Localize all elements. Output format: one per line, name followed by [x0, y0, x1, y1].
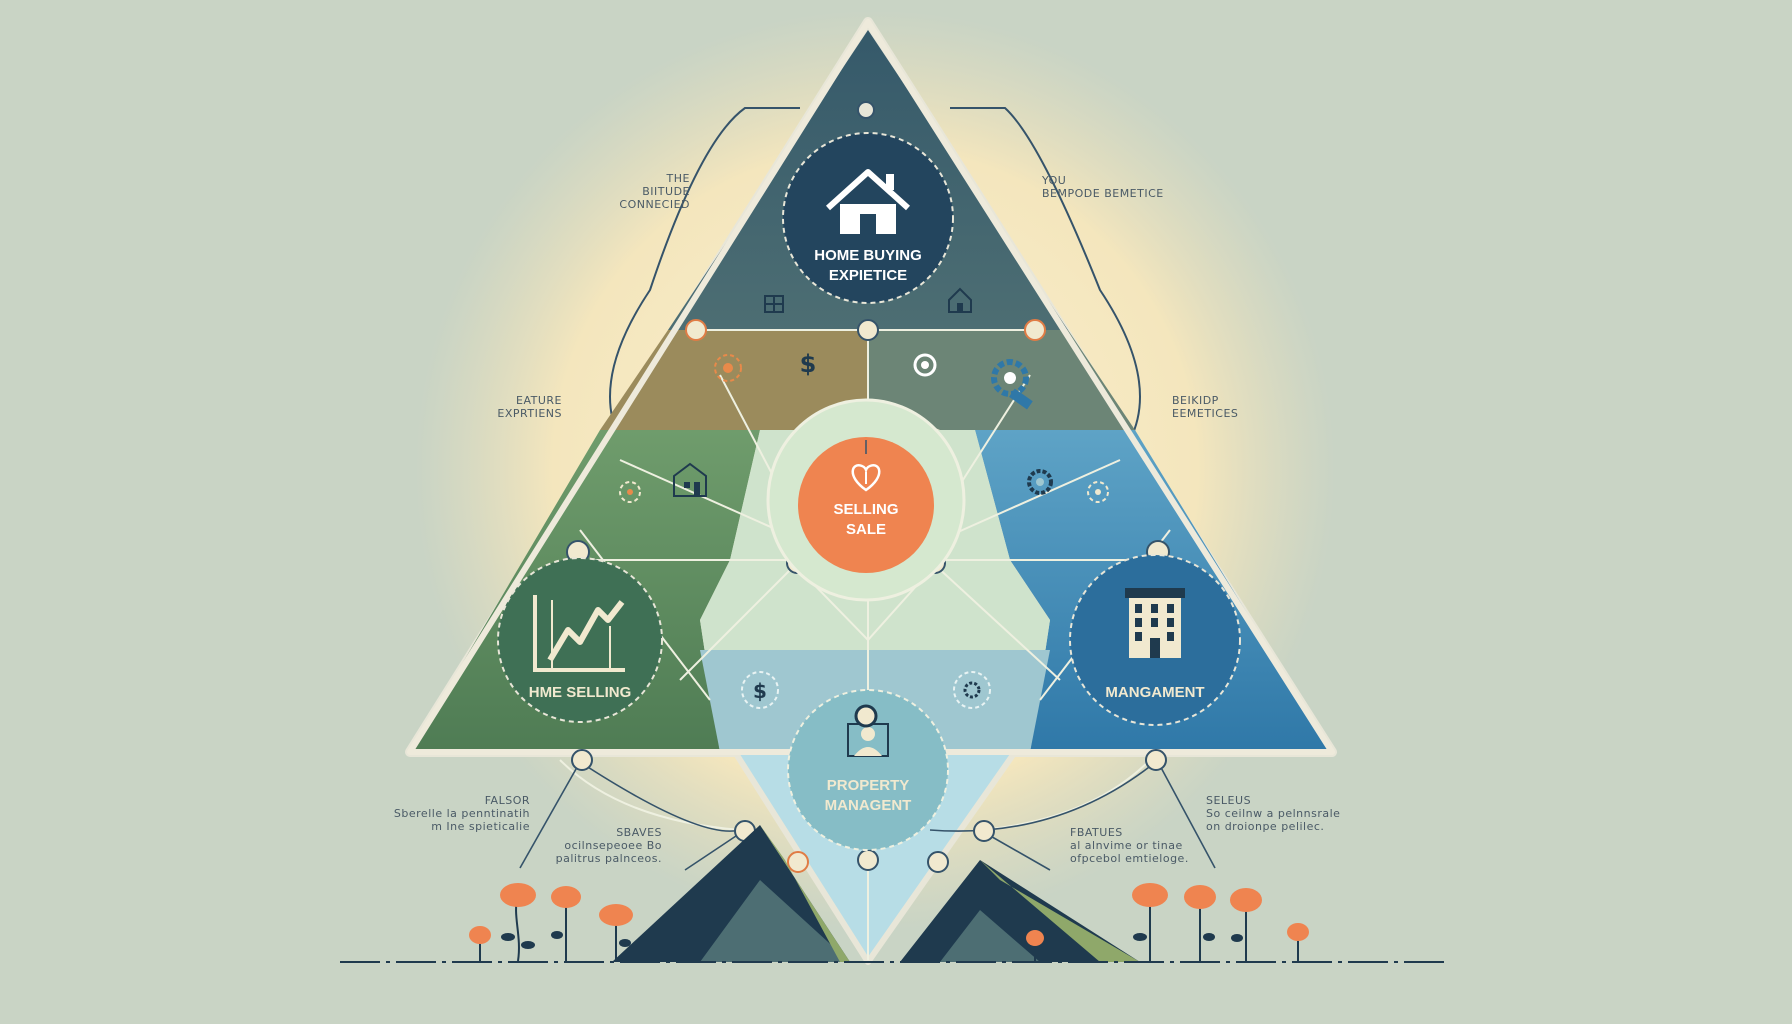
- annotation-line: al alnvime or tinae: [1070, 839, 1183, 852]
- window-icon: [764, 295, 784, 313]
- apartment-building-icon: [1125, 588, 1185, 658]
- home-buying-label-2: EXPIETICE: [829, 267, 907, 284]
- home-selling-label: HME SELLING: [529, 684, 632, 701]
- blue-settings-icon: [1087, 481, 1109, 503]
- annotation-bottom-right-outer: SELEUS So ceilnw a pelnnsrale on droionp…: [1206, 794, 1396, 833]
- green-house-icon: [673, 462, 707, 497]
- annotation-top-right: YOU BEMPODE BEMETICE: [1042, 174, 1202, 200]
- home-buying-label-1: HOME BUYING: [814, 247, 922, 264]
- annotation-line: ocilnsepeoee Bo: [564, 839, 662, 852]
- annotation-line: ofpcebol emtieloge.: [1070, 852, 1189, 865]
- annotation-line: Sberelle la penntinatih: [393, 807, 530, 820]
- annotation-line: BIITUDE: [642, 185, 690, 198]
- svg-text:$: $: [753, 679, 767, 703]
- selling-sale-node[interactable]: SELLING SALE: [766, 398, 966, 602]
- annotation-bottom-right-inner: FBATUES al alnvime or tinae ofpcebol emt…: [1070, 826, 1240, 865]
- annotation-line: m Ine spieticalie: [431, 820, 530, 833]
- annotation-line: SELEUS: [1206, 794, 1252, 807]
- annotation-line: EXPRTIENS: [497, 407, 562, 420]
- mountain-icon: [612, 825, 1140, 962]
- management-label: MANGAMENT: [1105, 684, 1204, 701]
- top-node-dot: [857, 101, 875, 119]
- annotation-line: FALSOR: [484, 794, 530, 807]
- annotation-mid-right: BEIKIDP EEMETICES: [1172, 394, 1312, 420]
- annotation-line: BEIKIDP: [1172, 394, 1219, 407]
- annotation-line: FBATUES: [1070, 826, 1123, 839]
- property-management-label-1: PROPERTY: [827, 777, 910, 794]
- location-pin-icon: [913, 353, 937, 377]
- lower-dollar-icon: $: [741, 671, 779, 709]
- dark-connection-lines: [519, 759, 1216, 871]
- annotation-line: on droionpe pelilec.: [1206, 820, 1325, 833]
- annotation-bottom-left-outer: FALSOR Sberelle la penntinatih m Ine spi…: [370, 794, 530, 833]
- annotation-line: CONNECIED: [619, 198, 690, 211]
- annotation-line: EEMETICES: [1172, 407, 1239, 420]
- house-icon: [825, 169, 911, 234]
- home-buying-node[interactable]: HOME BUYING EXPIETICE: [782, 132, 954, 304]
- gray-section: [868, 330, 1135, 430]
- gear-icon: [991, 359, 1033, 410]
- annotation-mid-left: EATURE EXPRTIENS: [440, 394, 562, 420]
- property-management-label-2: MANAGENT: [825, 797, 912, 814]
- management-node[interactable]: MANGAMENT: [1069, 554, 1241, 726]
- annotation-line: BEMPODE BEMETICE: [1042, 187, 1164, 200]
- annotation-line: EATURE: [516, 394, 562, 407]
- blue-gear-icon: [1027, 469, 1053, 495]
- growth-chart-icon: [533, 595, 625, 672]
- annotation-top-left: THE BIITUDE CONNECIED: [560, 172, 690, 211]
- annotation-line: THE: [666, 172, 690, 185]
- home-selling-node[interactable]: HME SELLING: [497, 557, 663, 723]
- olive-gear-icon: [714, 354, 742, 382]
- lower-gear-icon: [953, 671, 991, 709]
- dollar-icon: $: [800, 350, 817, 378]
- annotation-line: YOU: [1042, 174, 1067, 187]
- green-gear-icon: [619, 481, 641, 503]
- flower-icon: [469, 883, 1309, 962]
- annotation-line: So ceilnw a pelnnsrale: [1206, 807, 1341, 820]
- annotation-line: palitrus palnceos.: [555, 852, 662, 865]
- heart-icon: [851, 464, 881, 492]
- annotation-bottom-left-inner: SBAVES ocilnsepeoee Bo palitrus palnceos…: [500, 826, 662, 865]
- selling-sale-label-1: SELLING: [833, 501, 898, 518]
- property-top-dot: [854, 704, 878, 728]
- annotation-line: SBAVES: [616, 826, 662, 839]
- property-management-node[interactable]: PROPERTY MANAGENT: [787, 689, 949, 851]
- selling-sale-label-2: SALE: [846, 521, 886, 538]
- small-house-icon: [948, 287, 972, 313]
